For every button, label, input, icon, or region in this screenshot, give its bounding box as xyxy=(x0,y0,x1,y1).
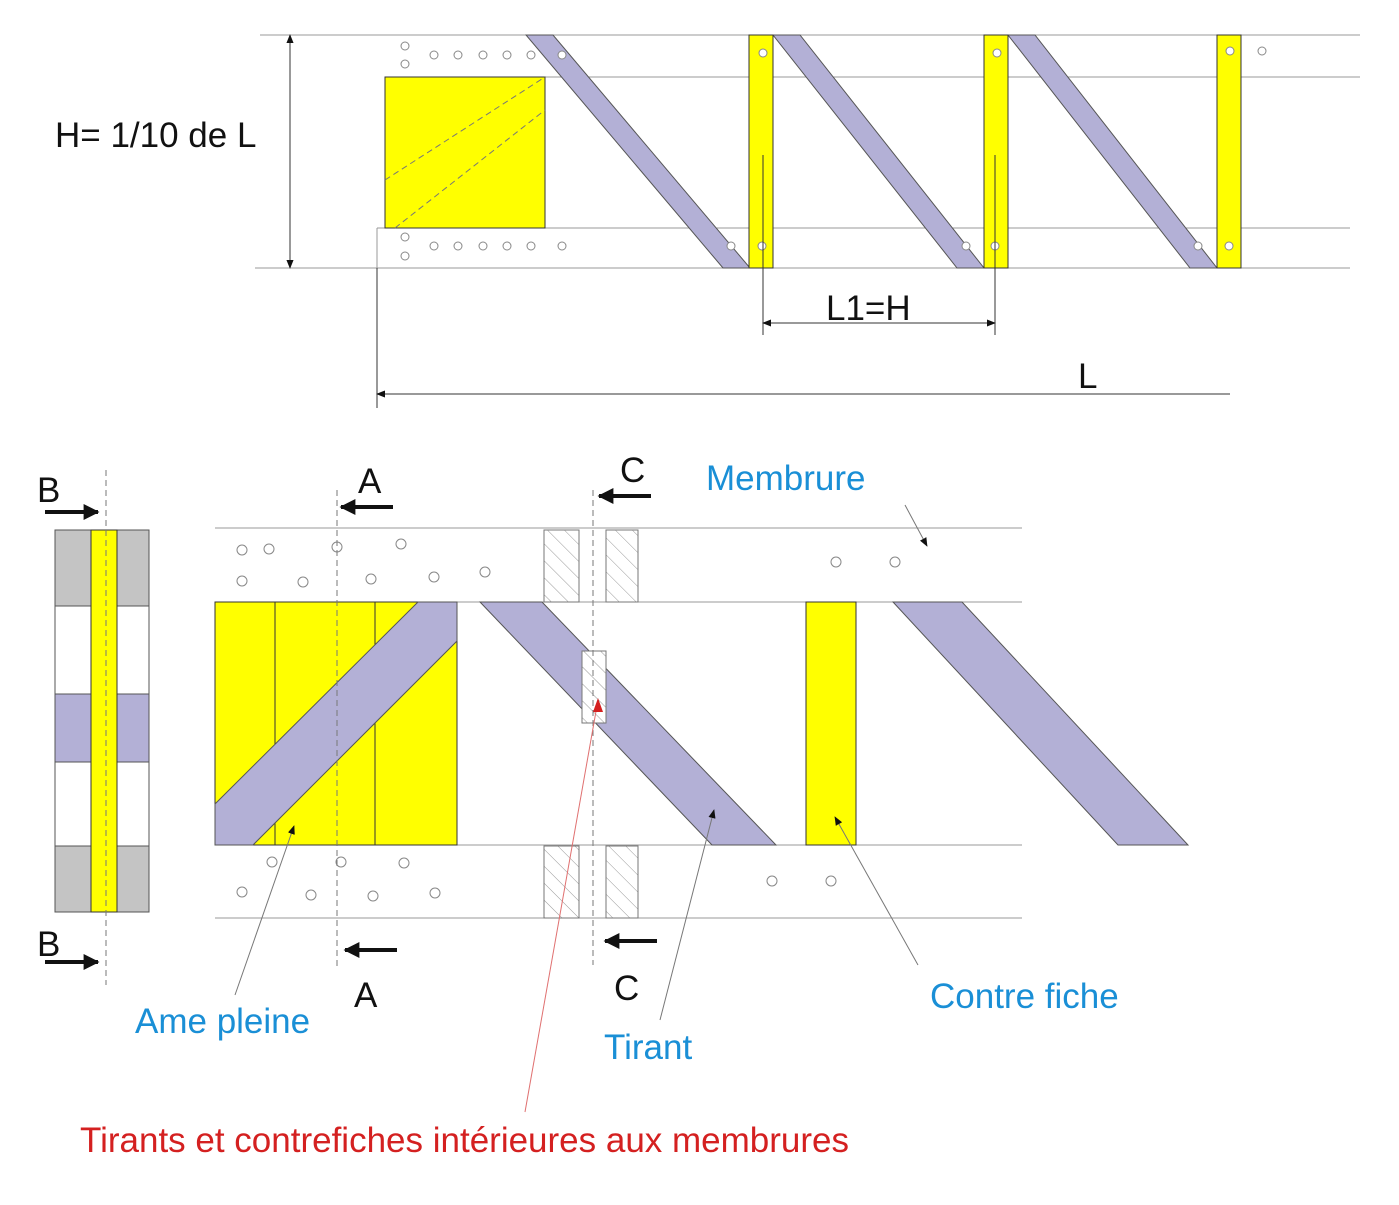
internal-member-bottom-left xyxy=(543,845,580,919)
ame-pleine-label: Ame pleine xyxy=(135,1002,310,1041)
solid-web-diagonal xyxy=(214,601,458,846)
far-diagonal xyxy=(891,601,1190,846)
vertical-1 xyxy=(748,34,774,269)
vertical-3 xyxy=(1216,34,1242,269)
note-leader xyxy=(524,699,599,1113)
diagonal-1 xyxy=(524,34,752,269)
contre-fiche-leader xyxy=(834,816,919,966)
internal-member-web xyxy=(581,650,607,724)
diagonal-3 xyxy=(1006,34,1219,269)
internal-member-top-left xyxy=(543,529,580,603)
diagonal-2 xyxy=(771,34,986,269)
note-label: Tirants et contrefiches intérieures aux … xyxy=(80,1121,849,1160)
contre-fiche-label: Contre fiche xyxy=(930,977,1119,1016)
section-b-bottom-label: B xyxy=(37,925,60,964)
tie-diagonal xyxy=(478,601,778,846)
panel-label: L1=H xyxy=(826,289,911,328)
detail-view xyxy=(214,490,1190,970)
end-block-dashed-diagonal-2 xyxy=(394,109,546,229)
section-a-bottom-label: A xyxy=(354,976,378,1015)
section-c-bottom-label: C xyxy=(614,969,639,1008)
section-b-view xyxy=(54,470,150,985)
vertical-2 xyxy=(983,34,1009,269)
strut-vertical xyxy=(805,601,857,846)
ame-pleine-leader xyxy=(234,825,295,996)
membrure-label: Membrure xyxy=(706,459,865,498)
internal-member-top-right xyxy=(605,529,639,603)
height-label: H= 1/10 de L xyxy=(55,116,256,155)
truss-elevation: H= 1/10 de L L1=H L xyxy=(55,34,1360,408)
end-solid-web-block xyxy=(384,76,546,229)
note-leader-arrowhead xyxy=(593,698,603,712)
section-c-top-label: C xyxy=(620,451,645,490)
tirant-label: Tirant xyxy=(604,1028,692,1067)
length-label: L xyxy=(1078,357,1097,396)
internal-member-bottom-right xyxy=(605,845,639,919)
section-b-top-label: B xyxy=(37,471,60,510)
section-a-top-label: A xyxy=(358,462,382,501)
elevation-bolt-holes xyxy=(400,41,1267,261)
callouts: Membrure Ame pleine Tirant Contre fiche … xyxy=(80,459,1119,1160)
section-b-web-plate xyxy=(90,529,118,913)
tirant-leader xyxy=(659,809,716,1021)
end-block-dashed-diagonal xyxy=(384,76,546,181)
section-markers: B B A A C C xyxy=(37,451,657,1015)
membrure-leader xyxy=(904,504,928,547)
